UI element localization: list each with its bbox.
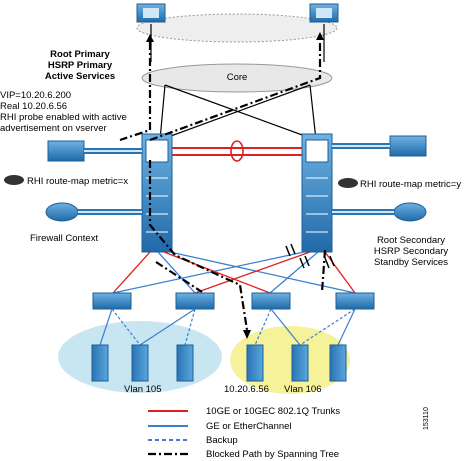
rhi-left-label: RHI route-map metric=x: [27, 176, 129, 187]
standby-services-label: Standby Services: [374, 257, 448, 268]
server-2-icon: [131, 344, 149, 382]
load-balancer-left-icon: [47, 140, 142, 162]
access-switch-1: [92, 292, 132, 310]
access-switch-4: [335, 292, 375, 310]
vlan105-label: Vlan 105: [124, 384, 162, 395]
rhi-probe-label-2: advertisement on vserver: [0, 123, 107, 134]
router-left-icon: [4, 175, 24, 185]
rhi-right-label: RHI route-map metric=y: [360, 179, 462, 190]
active-services-label: Active Services: [44, 71, 116, 82]
traffic-path: [119, 40, 327, 331]
root-secondary-label: Root Secondary: [376, 235, 446, 246]
figure-number: 153110: [423, 407, 430, 430]
server-5-icon: [291, 344, 309, 382]
access-switch-3: [251, 292, 291, 310]
server-1-icon: [91, 344, 109, 382]
hsrp-primary-label: HSRP Primary: [47, 60, 113, 71]
load-balancer-right-icon: [332, 135, 427, 157]
firewall-context-label: Firewall Context: [30, 233, 99, 244]
real-label: Real 10.20.6.56: [0, 101, 68, 112]
server-ip-label: 10.20.6.56: [224, 384, 269, 395]
arrowheads: [146, 32, 324, 339]
access-links: [112, 251, 356, 294]
vip-label: VIP=10.20.6.200: [0, 90, 72, 101]
legend-ge-label: GE or EtherChannel: [206, 421, 292, 432]
core-cloud: [136, 13, 338, 93]
server-6-icon: [329, 344, 347, 382]
vlan106-label: Vlan 106: [284, 384, 322, 395]
router-right-icon: [338, 178, 358, 188]
legend-backup-label: Backup: [206, 435, 238, 446]
aggregation-switch-right: [301, 133, 333, 253]
legend-lines: [148, 410, 188, 456]
core-label: Core: [226, 72, 248, 83]
legend-blocked-label: Blocked Path by Spanning Tree: [206, 449, 340, 460]
firewall-right-icon: [332, 202, 427, 222]
blocked-markers: [285, 243, 335, 269]
hsrp-secondary-label: HSRP Secondary: [373, 246, 449, 257]
server-links: [99, 308, 356, 346]
server-4-icon: [246, 344, 264, 382]
access-switch-2: [175, 292, 215, 310]
client-right-icon: [309, 3, 339, 23]
inter-distribution-trunk: [172, 140, 303, 162]
client-left-icon: [136, 3, 166, 23]
root-primary-label: Root Primary: [50, 49, 110, 60]
legend-trunk-label: 10GE or 10GEC 802.1Q Trunks: [206, 406, 341, 417]
firewall-left-icon: [45, 202, 142, 222]
server-3-icon: [176, 344, 194, 382]
rhi-probe-label-1: RHI probe enabled with active: [0, 112, 127, 123]
